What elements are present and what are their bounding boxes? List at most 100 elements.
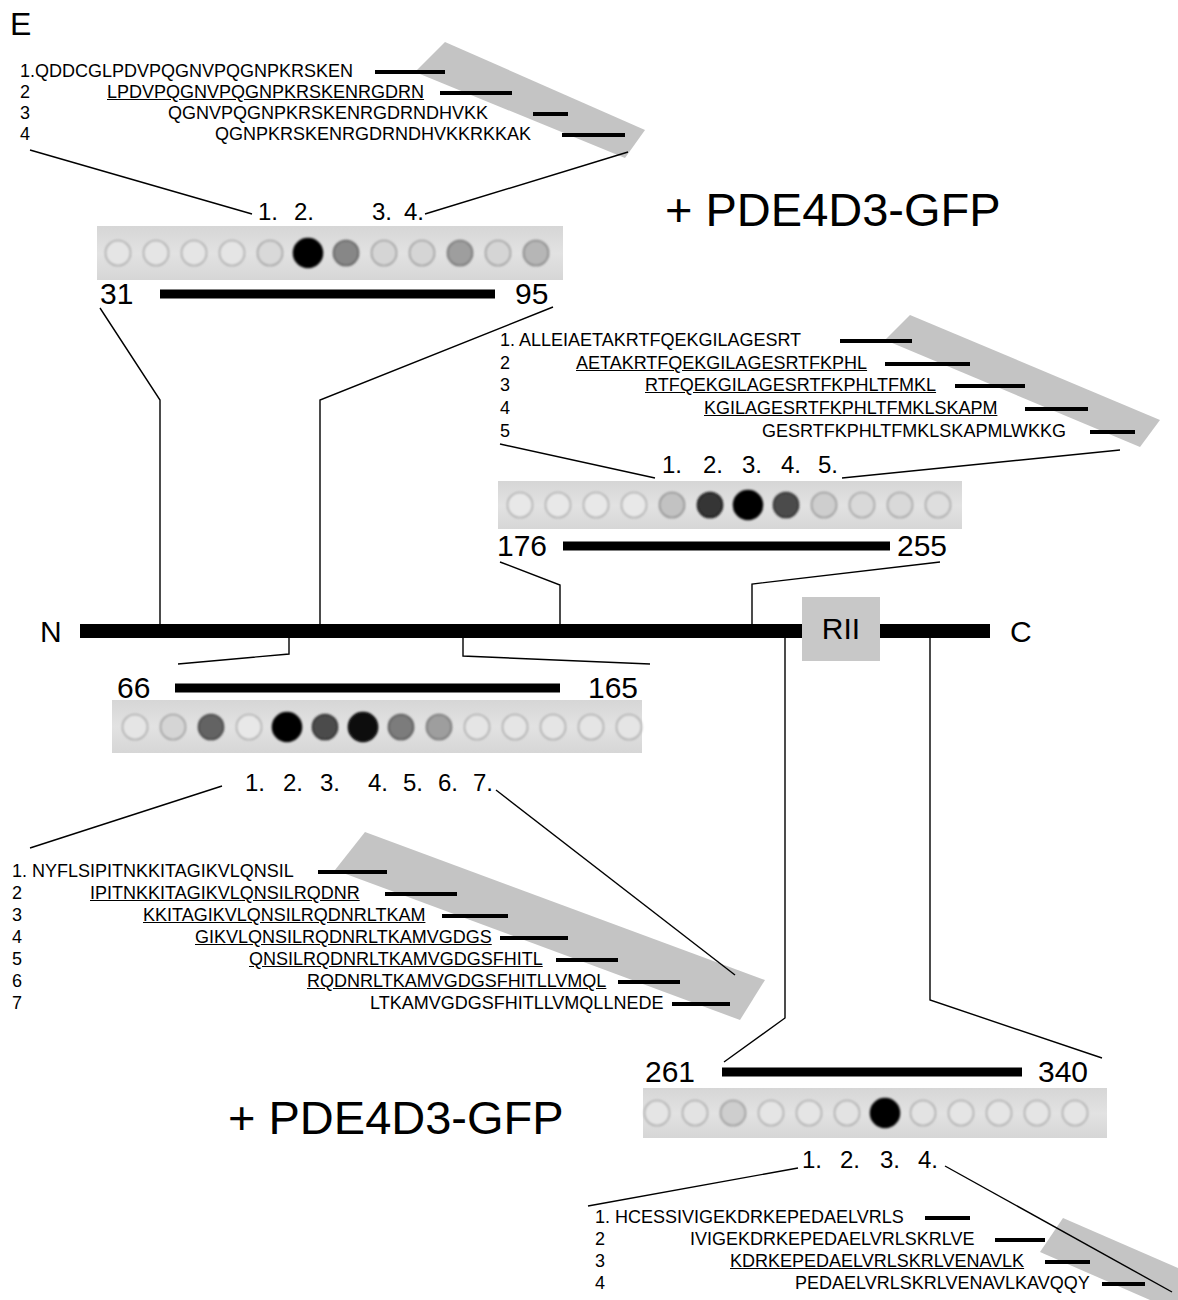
blot-spot [774, 493, 799, 518]
peptide-sequence: KDRKEPEDAELVRLSKRLVENAVLK [730, 1251, 1024, 1273]
peptide-array-strip [112, 700, 642, 753]
blot-spot [622, 493, 647, 518]
spot-number: 4. [781, 451, 801, 480]
condition-label: + PDE4D3-GFP [228, 1090, 564, 1146]
spot-number: 3. [880, 1146, 900, 1175]
row-number: 6 [12, 971, 22, 993]
leader-line [945, 1166, 1172, 1292]
peptide-sequence: 1. NYFLSIPITNKKITAGIKVLQNSIL [12, 861, 294, 883]
peptide-sequence: QGNVPQGNPKRSKENRGDRNDHVKK [168, 103, 488, 125]
blot-spot [486, 241, 511, 266]
spot-number: 3. [320, 769, 340, 798]
blot-spot [584, 493, 609, 518]
blot-spot [698, 493, 723, 518]
blot-spot [199, 715, 224, 740]
peptide-bar [618, 980, 680, 984]
domain-box: RII [802, 597, 880, 661]
leader-line [100, 308, 160, 624]
peptide-sequence: IPITNKKITAGIKVLQNSILRQDNR [90, 883, 360, 905]
peptide-bar [955, 384, 1025, 388]
blot-spot [273, 713, 302, 742]
blot-spot [759, 1101, 784, 1126]
blot-spot [721, 1101, 746, 1126]
leader-line [842, 450, 1120, 478]
blot-spot [987, 1101, 1012, 1126]
blot-spot [410, 241, 435, 266]
blot-spot [258, 241, 283, 266]
range-bar [722, 1068, 1022, 1077]
peptide-sequence: QNSILRQDNRLTKAMVGDGSFHITL [249, 949, 543, 971]
range-bar [160, 290, 495, 299]
row-number: 2 [595, 1229, 605, 1251]
row-number: 3 [20, 103, 30, 125]
leader-line [930, 638, 1102, 1058]
blot-spot [683, 1101, 708, 1126]
peptide-bar [442, 914, 508, 918]
spot-number: 1. [258, 198, 278, 227]
row-number: 7 [12, 993, 22, 1015]
spot-number: 6. [438, 769, 458, 798]
blot-spot [1025, 1101, 1050, 1126]
blot-spot [294, 239, 323, 268]
peptide-bar [1090, 430, 1135, 434]
peptide-bar [1102, 1282, 1145, 1286]
peptide-array-strip [97, 226, 563, 280]
blot-spot [106, 241, 131, 266]
peptide-sequence: GIKVLQNSILRQDNRLTKAMVGDGS [195, 927, 492, 949]
peptide-sequence: RTFQEKGILAGESRTFKPHLTFMKL [645, 375, 936, 397]
blot-spot [503, 715, 528, 740]
peptide-sequence: LPDVPQGNVPQGNPKRSKENRGDRN [107, 82, 424, 104]
blot-spot [871, 1099, 900, 1128]
leader-line [320, 307, 553, 624]
peptide-sequence: LTKAMVGDGSFHITLLVMQLLNEDE [370, 993, 663, 1015]
leader-line [588, 1168, 798, 1206]
spot-number: 4. [918, 1146, 938, 1175]
range-bar [175, 684, 560, 693]
leader-line [425, 152, 628, 214]
row-number: 4 [500, 398, 510, 420]
blot-spot [949, 1101, 974, 1126]
row-number: 2 [500, 353, 510, 375]
blot-spot [508, 493, 533, 518]
blot-spot [850, 493, 875, 518]
blot-spot [660, 493, 685, 518]
blot-background [112, 700, 642, 753]
peptide-sequence: QGNPKRSKENRGDRNDHVKKRKKAK [215, 124, 531, 146]
residue-number: 255 [897, 528, 947, 564]
domain-name: RII [822, 611, 860, 647]
residue-number: 66 [117, 670, 150, 706]
peptide-sequence: GESRTFKPHLTFMKLSKAPMLWKKG [762, 421, 1066, 443]
blot-spot [313, 715, 338, 740]
range-bar [563, 542, 890, 551]
peptide-sequence: 1. ALLEIAETAKRTFQEKGILAGESRT [500, 330, 801, 352]
blot-spot [797, 1101, 822, 1126]
blot-spot [645, 1101, 670, 1126]
blot-spot [372, 241, 397, 266]
row-number: 3 [12, 905, 22, 927]
blot-spot [579, 715, 604, 740]
blot-background [498, 481, 962, 529]
terminus-label: C [1010, 614, 1032, 650]
blot-spot [237, 715, 262, 740]
blot-spot [617, 715, 642, 740]
blot-spot [448, 241, 473, 266]
spot-number: 3. [742, 451, 762, 480]
peptide-bar [840, 339, 912, 343]
blot-spot [1063, 1101, 1088, 1126]
spot-number: 2. [283, 769, 303, 798]
blot-spot [812, 493, 837, 518]
condition-label: + PDE4D3-GFP [665, 182, 1001, 238]
spot-number: 4. [368, 769, 388, 798]
blot-spot [546, 493, 571, 518]
blot-spot [220, 241, 245, 266]
peptide-bar [318, 870, 387, 874]
leader-line [30, 786, 222, 848]
peptide-sequence: 1.QDDCGLPDVPQGNVPQGNPKRSKEN [20, 61, 353, 83]
peptide-sequence: 1. HCESSIVIGEKDRKEPEDAELVRLS [595, 1207, 904, 1229]
row-number: 2 [12, 883, 22, 905]
peptide-bar [885, 362, 970, 366]
leader-line [500, 562, 560, 624]
residue-number: 261 [645, 1054, 695, 1090]
row-number: 4 [595, 1273, 605, 1295]
residue-number: 95 [515, 276, 548, 312]
